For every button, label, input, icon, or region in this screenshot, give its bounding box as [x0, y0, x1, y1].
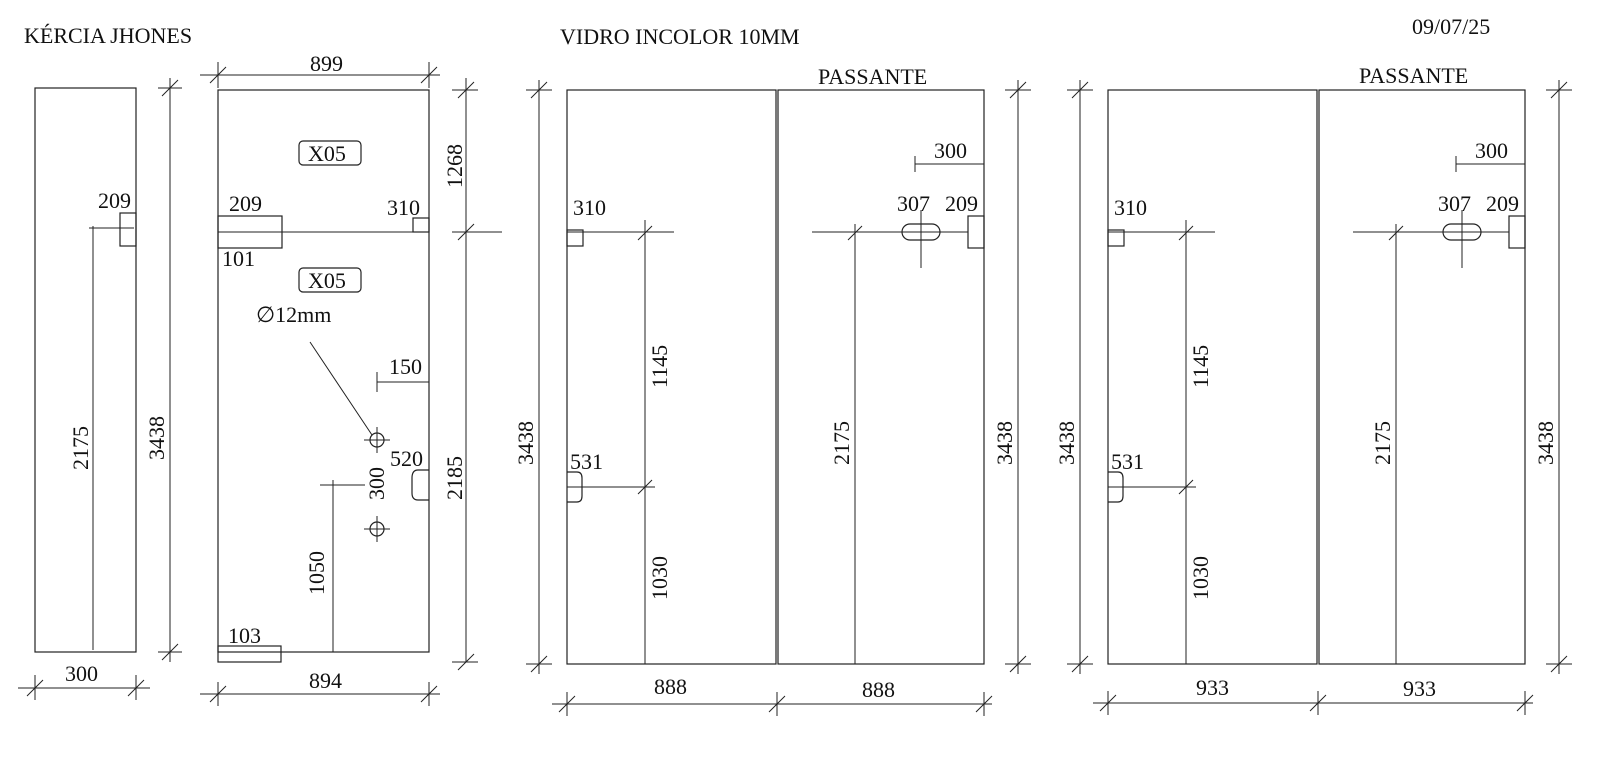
- panel-d-height-right: 3438: [1533, 421, 1558, 465]
- panel-b-d-150: 150: [389, 354, 422, 379]
- glass-spec: VIDRO INCOLOR 10MM: [560, 24, 800, 49]
- panel-d-d-307: 307: [1438, 191, 1471, 216]
- panel-d-cut-531: 531: [1111, 449, 1144, 474]
- panel-b-cut-103: [217, 645, 282, 663]
- panel-b-outline: [217, 89, 430, 653]
- panel-b-mark-1: X05: [308, 141, 346, 166]
- panel-c-right-outline: [777, 89, 985, 665]
- date: 09/07/25: [1412, 14, 1490, 39]
- panel-c-left-outline: [566, 89, 777, 665]
- panel-b-hole-diameter: ∅12mm: [256, 302, 331, 327]
- panel-b-d-520: 520: [390, 446, 423, 471]
- panel-d-left-outline: [1107, 89, 1318, 665]
- panel-d-height-2175: 2175: [1370, 421, 1395, 465]
- panel-a-height-3438: 3438: [144, 416, 169, 460]
- client-name: KÉRCIA JHONES: [24, 23, 192, 48]
- panel-c-d-1145: 1145: [647, 345, 672, 388]
- panel-c-d-1030: 1030: [647, 556, 672, 600]
- panel-b-cut-101-label: 101: [222, 246, 255, 271]
- panel-c-d-209: 209: [945, 191, 978, 216]
- panel-c-passante: PASSANTE: [818, 64, 927, 89]
- panel-c-height-left: 3438: [513, 421, 538, 465]
- panel-a-height-2175: 2175: [68, 426, 93, 470]
- panel-b-cut-310-label: 310: [387, 195, 420, 220]
- panel-c: PASSANTE 3438 310 1145 531 1030 300 307 …: [513, 64, 1031, 716]
- panel-c-width-left: 888: [654, 674, 687, 699]
- panel-b-height-1050: 1050: [304, 551, 329, 595]
- panel-a-hole-209: 209: [98, 188, 131, 213]
- panel-c-d-307: 307: [897, 191, 930, 216]
- panel-c-height-2175: 2175: [829, 421, 854, 465]
- panel-b-cut-103-label: 103: [228, 623, 261, 648]
- panel-d: PASSANTE 3438 310 1145 531 1030 300 307 …: [1054, 63, 1572, 715]
- panel-b-width-894: 894: [309, 668, 342, 693]
- panel-d-passante: PASSANTE: [1359, 63, 1468, 88]
- panel-c-height-right: 3438: [992, 421, 1017, 465]
- panel-b-height-2185: 2185: [442, 456, 467, 500]
- panel-d-d-300: 300: [1475, 138, 1508, 163]
- panel-d-right-outline: [1318, 89, 1526, 665]
- panel-d-cut-310: 310: [1114, 195, 1147, 220]
- panel-d-d-209: 209: [1486, 191, 1519, 216]
- panel-b-cut-209-label: 209: [229, 191, 262, 216]
- panel-b-d-300: 300: [364, 467, 389, 500]
- panel-b-width-899: 899: [310, 51, 343, 76]
- panel-b-cut-209: [217, 215, 283, 249]
- panel-a-hinge-cut: [119, 212, 137, 247]
- panel-b-handle-cut: [411, 469, 429, 501]
- panel-b-height-1268: 1268: [442, 144, 467, 188]
- panel-b: 899 X05 X05 209 310 101 ∅12mm 150 520 30…: [200, 51, 502, 706]
- panel-d-width-left: 933: [1196, 675, 1229, 700]
- panel-d-d-1030: 1030: [1188, 556, 1213, 600]
- panel-d-width-right: 933: [1403, 676, 1436, 701]
- panel-a-outline: [34, 87, 137, 653]
- panel-d-d-1145: 1145: [1188, 345, 1213, 388]
- panel-c-d-300: 300: [934, 138, 967, 163]
- panel-a: 209 2175 3438 300: [18, 78, 182, 700]
- panel-c-width-right: 888: [862, 677, 895, 702]
- panel-a-width-300: 300: [65, 661, 98, 686]
- panel-d-height-left: 3438: [1054, 421, 1079, 465]
- panel-b-mark-2: X05: [308, 268, 346, 293]
- panel-b-cut-310: [412, 217, 430, 233]
- panel-c-cut-531: 531: [570, 449, 603, 474]
- panel-c-cut-310: 310: [573, 195, 606, 220]
